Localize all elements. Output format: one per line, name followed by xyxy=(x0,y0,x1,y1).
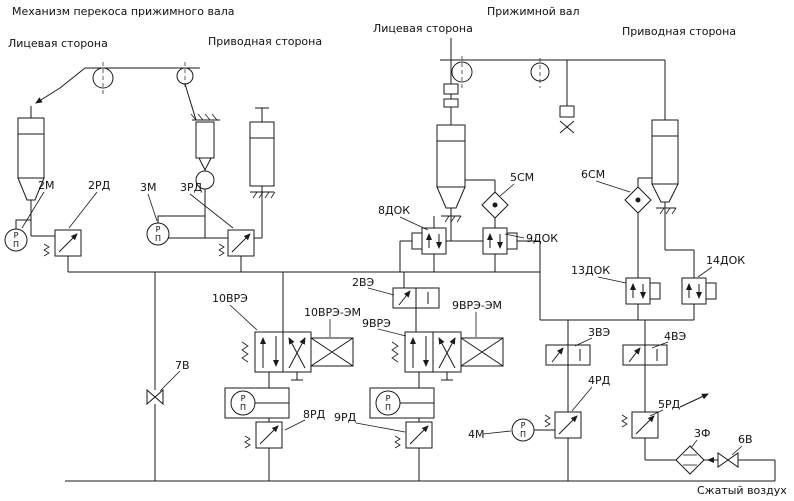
valve-3rd xyxy=(218,229,255,257)
solenoid-9vre-em xyxy=(460,337,504,367)
label-9dok: 9ДОК xyxy=(526,232,558,245)
label-5sm: 5СМ xyxy=(510,171,534,184)
valve-2rd xyxy=(43,229,82,257)
gauge-2m: Р П xyxy=(4,219,31,252)
gauge-letter-top: Р xyxy=(14,231,19,240)
cylinder-drive-left xyxy=(249,107,276,199)
label-2ve: 2ВЭ xyxy=(352,276,375,289)
label-4rd: 4РД xyxy=(588,374,611,387)
valve-9vre xyxy=(391,331,462,373)
label-13dok: 13ДОК xyxy=(571,264,610,277)
gauge-box-2: Р П xyxy=(369,387,435,419)
cylinder-small-drive-left xyxy=(190,113,220,190)
label-10vre: 10ВРЭ xyxy=(212,292,248,305)
label-right-drive-side: Приводная сторона xyxy=(622,25,736,38)
filter-3f xyxy=(675,445,705,475)
valve-10vre xyxy=(241,331,312,373)
cylinder-drive-right xyxy=(651,119,679,215)
label-6v: 6В xyxy=(738,433,753,446)
label-4m: 4М xyxy=(468,428,485,441)
gauge-letter-bottom: П xyxy=(520,430,526,439)
label-2rd: 2РД xyxy=(88,179,111,192)
solenoid-10vre-em xyxy=(310,337,354,367)
valve-3ve xyxy=(545,344,591,366)
label-3m: 3М xyxy=(140,181,157,194)
title-right: Прижимной вал xyxy=(487,5,580,18)
valve-8dok xyxy=(411,227,447,255)
valve-4rd xyxy=(544,411,582,439)
gauge-letter-top: Р xyxy=(241,394,246,403)
gauge-letter-top: Р xyxy=(156,225,161,234)
title-left: Механизм перекоса прижимного вала xyxy=(12,5,234,18)
mount-drive-right xyxy=(559,60,575,134)
label-3ve: 3ВЭ xyxy=(588,326,611,339)
valve-5rd xyxy=(621,411,659,439)
label-8dok: 8ДОК xyxy=(378,204,410,217)
valve-14dok xyxy=(681,277,717,305)
gauge-3m: Р П xyxy=(146,215,228,246)
label-left-drive-side: Приводная сторона xyxy=(208,35,322,48)
cylinder-face-right xyxy=(436,124,466,241)
label-14dok: 14ДОК xyxy=(706,254,745,267)
label-4ve: 4ВЭ xyxy=(664,330,687,343)
cylinder-face-left xyxy=(17,117,45,201)
valve-6v xyxy=(707,452,739,468)
label-right-face-side: Лицевая сторона xyxy=(373,22,473,35)
valve-7v xyxy=(146,388,164,406)
gauge-letter-bottom: П xyxy=(385,403,391,412)
valve-9dok xyxy=(482,227,518,255)
gauge-letter-bottom: П xyxy=(240,403,246,412)
label-5rd: 5РД xyxy=(658,398,681,411)
gauge-letter-bottom: П xyxy=(13,240,19,249)
label-9vre: 9ВРЭ xyxy=(362,317,391,330)
piping-lines xyxy=(30,60,776,482)
gauge-letter-bottom: П xyxy=(155,234,161,243)
gauge-box-1: Р П xyxy=(224,387,290,419)
check-valve-5sm xyxy=(481,191,509,219)
gauge-4m: Р П xyxy=(511,418,555,442)
valve-2ve xyxy=(392,287,440,309)
valve-4ve xyxy=(622,344,668,366)
label-2m: 2М xyxy=(38,179,55,192)
right-roller-assembly-face xyxy=(440,38,665,125)
label-9rd: 9РД xyxy=(334,411,357,424)
valve-13dok xyxy=(625,277,661,305)
label-10vre-em: 10ВРЭ-ЭМ xyxy=(304,306,361,319)
label-9vre-em: 9ВРЭ-ЭМ xyxy=(452,299,502,312)
valve-8rd xyxy=(244,421,283,449)
gauge-letter-top: Р xyxy=(386,394,391,403)
label-6sm: 6СМ xyxy=(581,168,605,181)
label-7v: 7В xyxy=(175,359,190,372)
label-compressed-air: Сжатый воздух xyxy=(697,484,787,497)
label-8rd: 8РД xyxy=(303,408,326,421)
label-3rd: 3РД xyxy=(180,181,203,194)
gauge-letter-top: Р xyxy=(521,421,526,430)
labels: Механизм перекоса прижимного вала Прижим… xyxy=(8,5,787,497)
check-valve-6sm xyxy=(624,186,652,214)
label-3f: 3Ф xyxy=(694,427,710,440)
left-roller-assembly xyxy=(30,62,200,121)
leader-lines xyxy=(21,180,743,456)
vent-arrow xyxy=(679,393,709,408)
valve-9rd xyxy=(394,421,433,449)
label-left-face-side: Лицевая сторона xyxy=(8,37,108,50)
